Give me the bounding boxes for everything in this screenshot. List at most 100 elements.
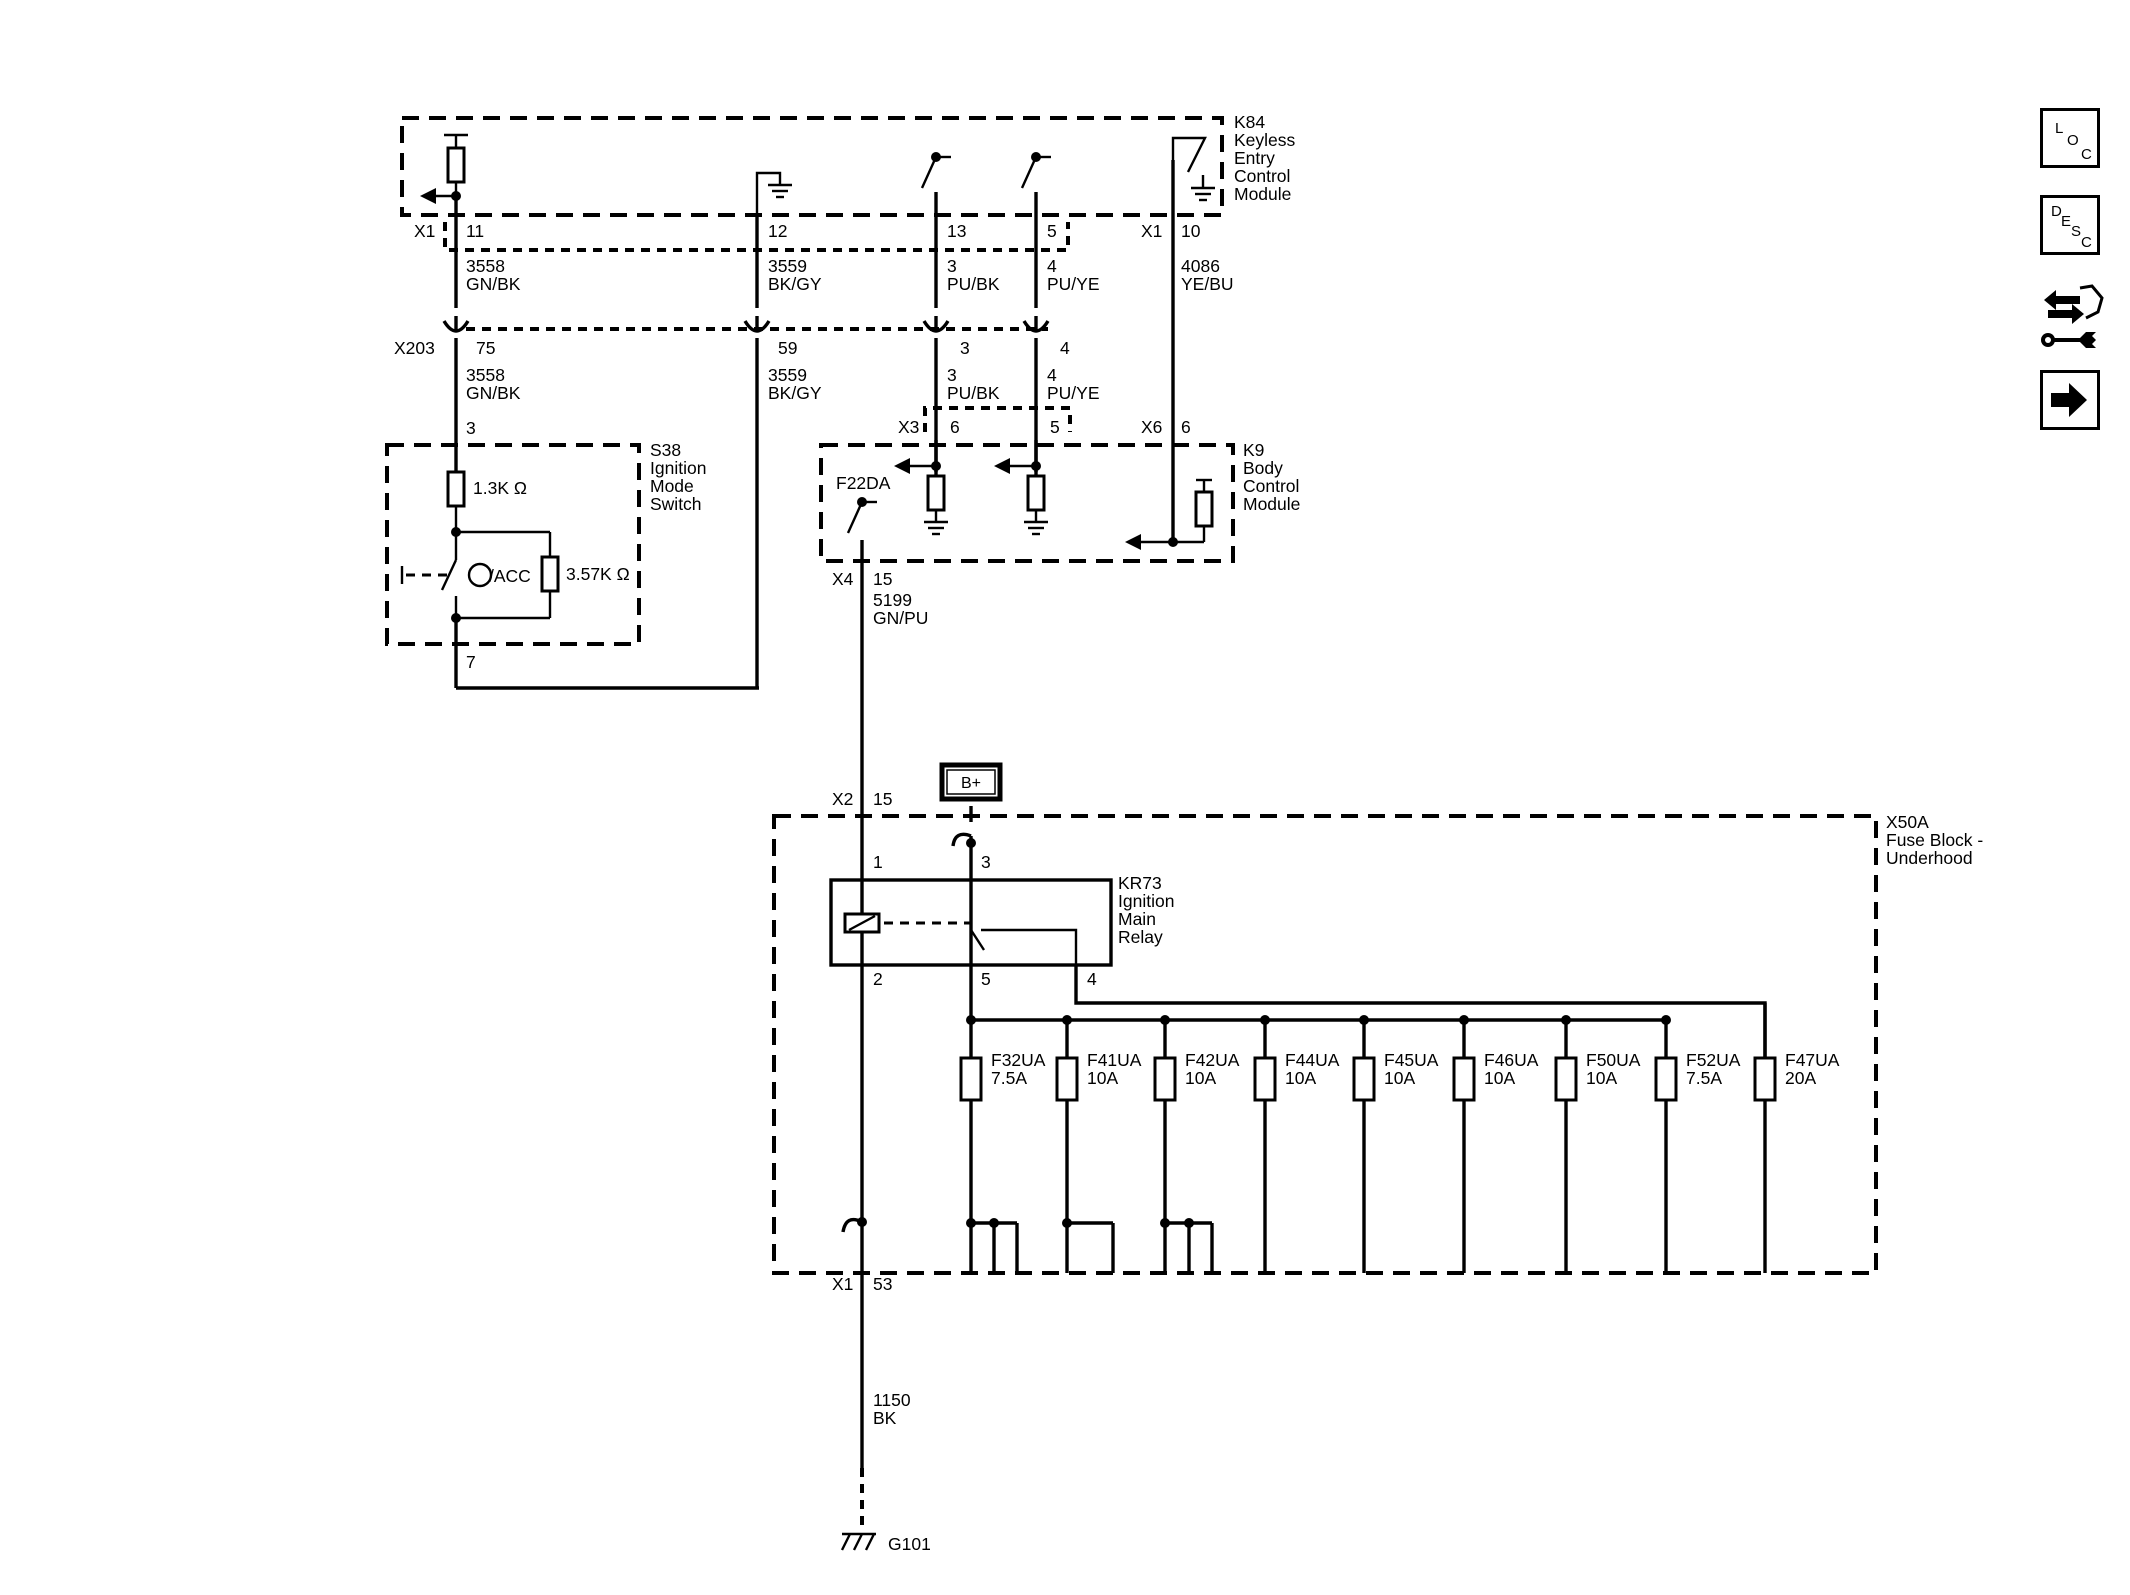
s38-res1: 1.3K Ω	[473, 478, 527, 498]
wire-yebu: YE/BU	[1181, 274, 1234, 294]
relay-ground-splice	[841, 1217, 867, 1233]
pin-13: 13	[947, 221, 966, 241]
k84-line1: Keyless	[1234, 130, 1296, 150]
k84-switch-10	[1171, 136, 1215, 202]
x50a-line2: Underhood	[1886, 848, 1973, 868]
k9-f22da-switch	[846, 497, 877, 575]
bplus-feed	[951, 806, 976, 930]
pin-3-s38: 3	[466, 418, 476, 438]
x50a-id: X50A	[1886, 812, 1929, 832]
pin-3-relay: 3	[981, 852, 991, 872]
wires-upper	[454, 160, 1175, 542]
kr73-internals	[843, 912, 1078, 1020]
k9-input-pin6	[894, 440, 948, 536]
wire-pubk-a: PU/BK	[947, 274, 1000, 294]
conn-x6: X6	[1141, 417, 1162, 437]
wire-3559-b: 3559	[768, 365, 807, 385]
wire-3-b: 3	[947, 365, 957, 385]
k84-id: K84	[1234, 112, 1265, 132]
pin-4-relay: 4	[1087, 969, 1097, 989]
kr73-line3: Relay	[1118, 927, 1163, 947]
desc-letter-e: E	[2061, 213, 2072, 230]
pin-10: 10	[1181, 221, 1201, 241]
k84-switch-5	[1020, 152, 1051, 189]
k84-pullup-resistor	[420, 133, 468, 204]
bus-pin4	[1074, 965, 1767, 1058]
s38-id: S38	[650, 440, 681, 460]
battery-positive: B+	[939, 762, 1003, 802]
pin-5-k84: 5	[1047, 221, 1057, 241]
wire-pubk-b: PU/BK	[947, 383, 1000, 403]
k84-ground-symbol	[755, 171, 792, 215]
pin-4-x203: 4	[1060, 338, 1070, 358]
k9-line3: Module	[1243, 494, 1300, 514]
pin-7-s38: 7	[466, 652, 476, 672]
fuse-rating: 10A	[1185, 1068, 1216, 1088]
wire-3558-b: 3558	[466, 365, 505, 385]
s38-res2: 3.57K Ω	[566, 564, 630, 584]
x50a-fuse-block-box	[772, 814, 1878, 1275]
x3-connector	[923, 406, 1072, 432]
fuse-name: F47UA	[1785, 1050, 1840, 1070]
loc-letter-l: L	[2055, 120, 2064, 137]
pin-59: 59	[778, 338, 797, 358]
conn-x1-bottom: X1	[832, 1274, 853, 1294]
ground-g101-label: G101	[888, 1534, 931, 1554]
loc-letter-c: C	[2081, 146, 2092, 163]
fuse-name: F50UA	[1586, 1050, 1641, 1070]
connector-swap-button[interactable]	[2040, 278, 2110, 350]
wire-3558-a: 3558	[466, 256, 505, 276]
x50a-line1: Fuse Block -	[1886, 830, 1983, 850]
next-page-button[interactable]	[2040, 370, 2100, 430]
wire-3559-a: 3559	[768, 256, 807, 276]
fuse-rating: 20A	[1785, 1068, 1816, 1088]
desc-letter-d: D	[2051, 203, 2062, 220]
s38-switch-box	[385, 443, 641, 646]
fuse-name: F44UA	[1285, 1050, 1340, 1070]
pin-11: 11	[466, 221, 484, 241]
wire-puye-a: PU/YE	[1047, 274, 1100, 294]
fuse-outputs	[966, 1218, 1214, 1273]
wire-gnbk-a: GN/BK	[466, 274, 521, 294]
wire-gnbk-b: GN/BK	[466, 383, 521, 403]
description-button[interactable]: D E S C	[2040, 195, 2100, 255]
k9-id: K9	[1243, 440, 1264, 460]
x203-connector: X203 75 59 3 4	[394, 316, 1070, 358]
k84-module-box	[400, 116, 1224, 217]
arrow-right-icon	[2051, 383, 2087, 417]
s38-internals	[400, 470, 560, 623]
s38-line2: Mode	[650, 476, 694, 496]
fuse-name: F42UA	[1185, 1050, 1240, 1070]
k84-x1-connector: X1 11 12 13 5 X1 10	[414, 221, 1201, 252]
fuse-name: F45UA	[1384, 1050, 1439, 1070]
k84-line2: Entry	[1234, 148, 1275, 168]
pin-5-relay: 5	[981, 969, 991, 989]
conn-x1-k84: X1	[414, 221, 435, 241]
kr73-id: KR73	[1118, 873, 1162, 893]
k84-switch-13	[920, 152, 951, 189]
k84-line3: Control	[1234, 166, 1290, 186]
fuse-f22da: F22DA	[836, 473, 891, 493]
pin-2-relay: 2	[873, 969, 883, 989]
pin-6-x3: 6	[950, 417, 960, 437]
desc-letter-s: S	[2071, 223, 2082, 240]
wire-4-b: 4	[1047, 365, 1057, 385]
wire-bk-label: BK	[873, 1408, 897, 1428]
location-button[interactable]: L O C	[2040, 108, 2100, 168]
pin-53: 53	[873, 1274, 892, 1294]
wire-1150-label: 1150	[873, 1390, 911, 1410]
k9-line2: Control	[1243, 476, 1299, 496]
pin-3-x203: 3	[960, 338, 970, 358]
wire-4-a: 4	[1047, 256, 1057, 276]
fuse-rating: 10A	[1484, 1068, 1515, 1088]
pin-75: 75	[476, 338, 495, 358]
pin-15-x4: 15	[873, 569, 892, 589]
wire-gnpu: GN/PU	[873, 608, 928, 628]
fuse-rating: 10A	[1285, 1068, 1316, 1088]
